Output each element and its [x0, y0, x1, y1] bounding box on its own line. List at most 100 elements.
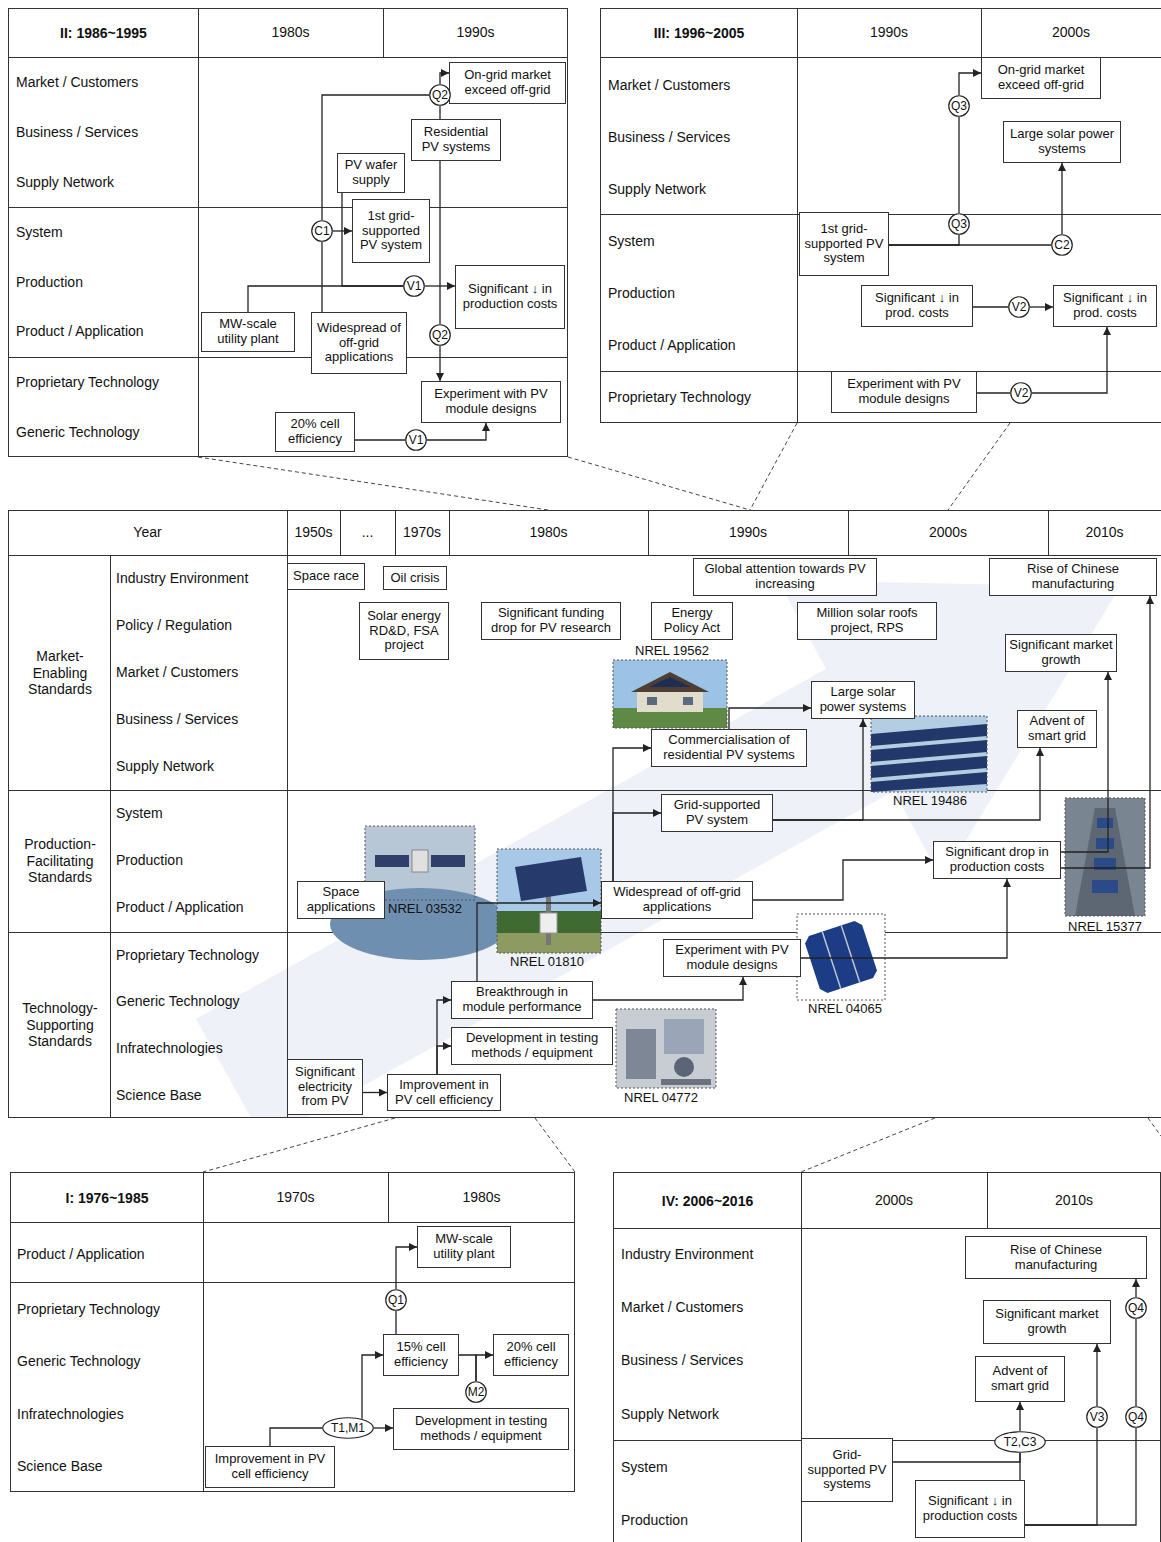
- grid-line: [613, 1228, 1161, 1229]
- event-box: Development in testing methods / equipme…: [451, 1027, 613, 1065]
- event-box: Improvement in PV cell efficiency: [205, 1446, 335, 1488]
- circle-shape: [1011, 383, 1032, 404]
- grid-line: [449, 510, 450, 555]
- row-label: Generic Technology: [116, 989, 284, 1013]
- event-box: 20% cell efficiency: [275, 412, 355, 452]
- connector: [439, 106, 440, 119]
- grid-line: [981, 8, 982, 57]
- circle-shape: [1009, 297, 1030, 318]
- photo-border: [1065, 798, 1145, 916]
- circle-shape: [323, 1418, 374, 1439]
- box-text: Rise of Chinese manufacturing: [993, 562, 1153, 592]
- event-box: Residential PV systems: [411, 119, 501, 161]
- zoom-line: [801, 1118, 935, 1172]
- circle-label: Q3: [951, 218, 967, 230]
- connector: [437, 1000, 451, 1074]
- circle-shape: [430, 85, 451, 106]
- box-text: Global attention towards PV increasing: [697, 562, 873, 592]
- grid-line: [388, 1172, 389, 1222]
- box-text: Large solar power systems: [1007, 127, 1117, 157]
- step-circle: M2: [465, 1381, 487, 1403]
- box-text: 1st grid-supported PV system: [803, 222, 885, 267]
- photo-factory: [1065, 798, 1145, 916]
- connector: [1032, 327, 1107, 393]
- panel: [1092, 880, 1118, 893]
- grid-line: [340, 510, 341, 555]
- box-text: Experiment with PV module designs: [425, 387, 557, 417]
- circle-shape: [995, 1432, 1046, 1453]
- connector: [1019, 1402, 1020, 1431]
- event-box: Significant market growth: [983, 1300, 1111, 1344]
- panel-title: I: 1976~1985: [11, 1173, 203, 1222]
- event-box: Solar energy RD&D, FSA project: [359, 602, 449, 660]
- box-text: MW-scale utility plant: [421, 1232, 507, 1262]
- box-text: Widespread of off-grid applications: [605, 885, 749, 915]
- period-header: 1990s: [797, 8, 981, 57]
- row-label: Industry Environment: [621, 1242, 797, 1266]
- circle-shape: [406, 430, 427, 451]
- circle-label: V2: [1014, 387, 1029, 399]
- box-text: Space applications: [301, 885, 381, 915]
- zoom-line: [198, 457, 548, 510]
- event-box: Rise of Chinese manufacturing: [965, 1236, 1147, 1279]
- busbar: [822, 932, 841, 989]
- step-circle: V2: [1008, 296, 1030, 318]
- photo-credit: NREL 19562: [627, 643, 717, 659]
- row-label: Market / Customers: [16, 70, 196, 94]
- box-text: Significant ↓ in prod. costs: [1057, 291, 1153, 321]
- step-circle: V1: [405, 429, 427, 451]
- box-text: Significant market growth: [1009, 638, 1113, 668]
- box-text: Development in testing methods / equipme…: [397, 1414, 565, 1444]
- window: [647, 697, 657, 705]
- step-circle: Q3: [948, 213, 970, 235]
- grid-line: [10, 1222, 575, 1223]
- period-header: 1980s: [449, 510, 648, 555]
- connector: [321, 242, 322, 312]
- photo-ground: [1065, 798, 1145, 916]
- zoom-line: [203, 1118, 395, 1172]
- box-text: Residential PV systems: [415, 125, 497, 155]
- event-box: Significant ↓ in production costs: [455, 265, 565, 329]
- grid-line: [110, 555, 111, 1118]
- trend-arrow: [196, 580, 1120, 1117]
- row-label: Market / Customers: [608, 73, 793, 97]
- box-text: Energy Policy Act: [655, 606, 729, 636]
- connector: [613, 813, 661, 881]
- box-text: Oil crisis: [390, 571, 439, 586]
- connector: [1030, 306, 1053, 307]
- circle-shape: [386, 1290, 407, 1311]
- connector: [395, 1311, 396, 1334]
- box-text: Widespread of off-grid applications: [315, 321, 403, 366]
- panel-title: IV: 2006~2016: [614, 1173, 801, 1228]
- box-text: On-grid market exceed off-grid: [453, 68, 562, 98]
- row-label: Infratechnologies: [116, 1036, 284, 1060]
- connector: [973, 306, 1008, 307]
- grid-line: [287, 510, 288, 1118]
- photo-lab: [616, 1009, 716, 1088]
- photo-credit: NREL 04772: [616, 1090, 706, 1106]
- connector: [459, 1355, 476, 1381]
- connector: [889, 235, 959, 245]
- solar-wing: [375, 855, 409, 867]
- box-text: Advent of smart grid: [1021, 714, 1093, 744]
- box-text: Solar energy RD&D, FSA project: [363, 609, 445, 654]
- row-label: Science Base: [116, 1083, 284, 1107]
- box-text: Significant electricity from PV: [291, 1065, 359, 1110]
- photo-pole-panel: [497, 849, 601, 953]
- event-box: Improvement in PV cell efficiency: [387, 1074, 501, 1111]
- step-circle: T1,M1: [322, 1417, 374, 1439]
- panel-title: II: 1986~1995: [9, 9, 198, 57]
- event-box: Energy Policy Act: [651, 602, 733, 640]
- photo-credit: NREL 01810: [502, 954, 592, 970]
- panel: [1096, 838, 1114, 849]
- circle-shape: [466, 1382, 487, 1403]
- box-text: Experiment with PV module designs: [667, 943, 797, 973]
- row-label: Supply Network: [621, 1402, 797, 1426]
- box-text: Improvement in PV cell efficiency: [391, 1078, 497, 1108]
- event-box: Advent of smart grid: [975, 1356, 1065, 1402]
- photo-border: [797, 914, 885, 1000]
- box-text: Significant ↓ in production costs: [919, 1494, 1021, 1524]
- zoom-line: [535, 1118, 575, 1172]
- box-text: 20% cell efficiency: [279, 417, 351, 447]
- circle-shape: [1126, 1407, 1147, 1428]
